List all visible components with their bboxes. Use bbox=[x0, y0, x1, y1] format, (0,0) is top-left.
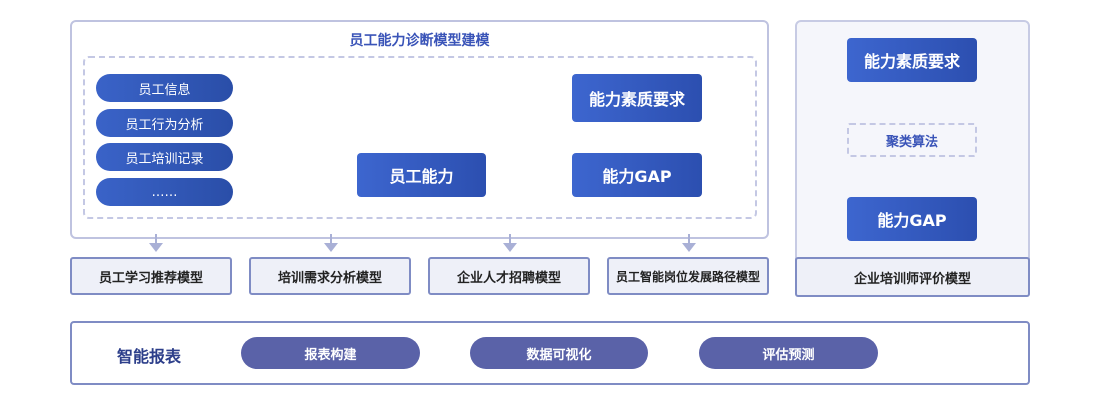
pill-evaluation-prediction: 评估预测 bbox=[699, 337, 878, 369]
card-ability-gap: 能力GAP bbox=[572, 153, 702, 197]
card-employee-ability: 员工能力 bbox=[357, 153, 486, 197]
clustering-algorithm: 聚类算法 bbox=[847, 123, 977, 157]
arrow-line-1 bbox=[155, 234, 157, 244]
model-career-path: 员工智能岗位发展路径模型 bbox=[607, 257, 769, 295]
inner-dashed-area bbox=[83, 56, 757, 219]
smart-report-label: 智能报表 bbox=[117, 347, 182, 366]
pill-training-record: 员工培训记录 bbox=[96, 143, 233, 171]
model-trainer-evaluation: 企业培训师评价模型 bbox=[795, 257, 1030, 297]
right-card-ability-requirements: 能力素质要求 bbox=[847, 38, 977, 82]
panel-title: 员工能力诊断模型建模 bbox=[349, 33, 490, 49]
pill-more: …… bbox=[96, 178, 233, 206]
arrow-head-3 bbox=[503, 243, 517, 252]
arrow-head-4 bbox=[682, 243, 696, 252]
model-training-needs: 培训需求分析模型 bbox=[249, 257, 411, 295]
pill-data-visualization: 数据可视化 bbox=[470, 337, 648, 369]
pill-report-build: 报表构建 bbox=[241, 337, 420, 369]
pill-employee-behavior: 员工行为分析 bbox=[96, 109, 233, 137]
model-learning-recommendation: 员工学习推荐模型 bbox=[70, 257, 232, 295]
arrow-head-2 bbox=[324, 243, 338, 252]
arrow-line-3 bbox=[509, 234, 511, 244]
arrow-line-4 bbox=[688, 234, 690, 244]
pill-employee-info: 员工信息 bbox=[96, 74, 233, 102]
model-talent-recruitment: 企业人才招聘模型 bbox=[428, 257, 590, 295]
card-ability-requirements: 能力素质要求 bbox=[572, 74, 702, 122]
right-card-ability-gap: 能力GAP bbox=[847, 197, 977, 241]
arrow-line-2 bbox=[330, 234, 332, 244]
arrow-head-1 bbox=[149, 243, 163, 252]
